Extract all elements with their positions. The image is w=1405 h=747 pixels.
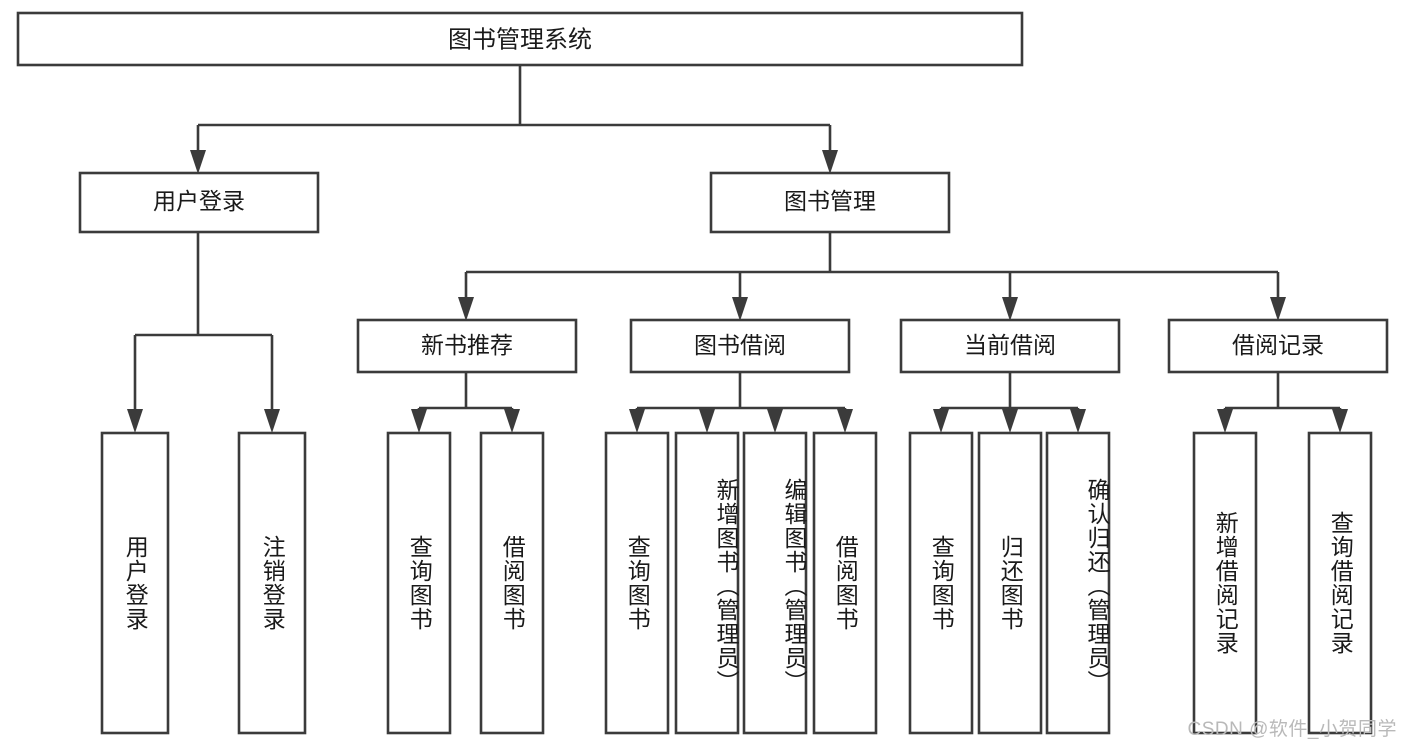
arrow-to-borrow-record: [1270, 297, 1286, 321]
arrow-leaf-add-record: [1217, 409, 1233, 433]
leaf-query-book-3[interactable]: 查询图书: [908, 431, 974, 735]
node-root[interactable]: 图书管理系统: [16, 11, 1024, 67]
node-root-box[interactable]: [16, 11, 1024, 67]
leaf-borrow-book-1-label: 借阅图书: [499, 535, 526, 631]
arrow-leaf-return-book: [1002, 409, 1018, 433]
arrow-leaf-add-book: [699, 409, 715, 433]
leaf-query-book-1[interactable]: 查询图书: [386, 431, 452, 735]
arrow-leaf-logout: [264, 409, 280, 433]
leaf-add-book-label: 新增图书（管理员）: [713, 478, 739, 694]
node-new-book-recommend-box[interactable]: [356, 318, 578, 374]
leaf-logout-label: 注销登录: [259, 535, 286, 631]
leaf-query-book-1-box[interactable]: [386, 431, 452, 735]
leaf-edit-book[interactable]: 编辑图书（管理员）: [742, 431, 808, 735]
leaf-return-book-label: 归还图书: [997, 535, 1024, 631]
arrow-to-new-book-recommend: [458, 297, 474, 321]
leaf-borrow-book-2-box[interactable]: [812, 431, 878, 735]
leaf-borrow-book-1[interactable]: 借阅图书: [479, 431, 545, 735]
node-book-borrow[interactable]: 图书借阅: [629, 318, 851, 374]
leaf-edit-book-label: 编辑图书（管理员）: [781, 478, 807, 694]
arrow-leaf-confirm-return: [1070, 409, 1086, 433]
arrow-leaf-query-book-3: [933, 409, 949, 433]
leaf-confirm-return-box[interactable]: [1045, 431, 1111, 735]
arrow-to-user-login: [190, 150, 206, 174]
node-book-borrow-label: 图书借阅: [694, 332, 786, 358]
node-book-management-box[interactable]: [709, 171, 951, 234]
node-user-login-box[interactable]: [78, 171, 320, 234]
arrow-to-book-borrow: [732, 297, 748, 321]
leaf-confirm-return[interactable]: 确认归还（管理员）: [1045, 431, 1111, 735]
connector-layer: [127, 65, 1348, 433]
leaf-query-record-label: 查询借阅记录: [1327, 511, 1354, 655]
node-book-borrow-box[interactable]: [629, 318, 851, 374]
arrow-leaf-borrow-book-1: [504, 409, 520, 433]
arrow-leaf-query-book-2: [629, 409, 645, 433]
node-book-management-label: 图书管理: [784, 188, 876, 214]
leaf-user-login-box[interactable]: [100, 431, 170, 735]
leaf-query-book-3-box[interactable]: [908, 431, 974, 735]
leaf-add-record-label: 新增借阅记录: [1212, 511, 1239, 655]
leaf-logout[interactable]: 注销登录: [237, 431, 307, 735]
leaf-query-book-2[interactable]: 查询图书: [604, 431, 670, 735]
arrow-leaf-user-login: [127, 409, 143, 433]
node-borrow-record-box[interactable]: [1167, 318, 1389, 374]
leaf-return-book[interactable]: 归还图书: [977, 431, 1043, 735]
node-new-book-recommend[interactable]: 新书推荐: [356, 318, 578, 374]
leaf-return-book-box[interactable]: [977, 431, 1043, 735]
leaf-borrow-book-2-label: 借阅图书: [832, 535, 859, 631]
arrow-to-current-borrow: [1002, 297, 1018, 321]
leaf-query-record-box[interactable]: [1307, 431, 1373, 735]
leaf-add-record[interactable]: 新增借阅记录: [1192, 431, 1258, 735]
leaf-query-book-2-box[interactable]: [604, 431, 670, 735]
leaf-borrow-book-1-box[interactable]: [479, 431, 545, 735]
leaf-edit-book-box[interactable]: [742, 431, 808, 735]
node-borrow-record[interactable]: 借阅记录: [1167, 318, 1389, 374]
node-current-borrow-box[interactable]: [899, 318, 1121, 374]
arrow-leaf-query-record: [1332, 409, 1348, 433]
leaf-add-book[interactable]: 新增图书（管理员）: [674, 431, 740, 735]
node-borrow-record-label: 借阅记录: [1232, 332, 1324, 358]
node-current-borrow[interactable]: 当前借阅: [899, 318, 1121, 374]
leaf-add-record-box[interactable]: [1192, 431, 1258, 735]
node-new-book-recommend-label: 新书推荐: [421, 332, 513, 358]
node-book-management[interactable]: 图书管理: [709, 171, 951, 234]
node-current-borrow-label: 当前借阅: [964, 332, 1056, 358]
node-user-login-label: 用户登录: [153, 188, 245, 214]
arrow-to-book-management: [822, 150, 838, 174]
leaf-user-login[interactable]: 用户登录: [100, 431, 170, 735]
leaf-user-login-label: 用户登录: [122, 535, 149, 631]
leaf-confirm-return-label: 确认归还（管理员）: [1084, 478, 1110, 694]
leaf-add-book-box[interactable]: [674, 431, 740, 735]
leaf-borrow-book-2[interactable]: 借阅图书: [812, 431, 878, 735]
leaf-query-book-1-label: 查询图书: [406, 535, 433, 631]
arrow-leaf-borrow-book-2: [837, 409, 853, 433]
arrow-leaf-edit-book: [767, 409, 783, 433]
leaf-query-book-2-label: 查询图书: [624, 535, 651, 631]
leaf-query-book-3-label: 查询图书: [928, 535, 955, 631]
arrow-leaf-query-book-1: [411, 409, 427, 433]
node-user-login[interactable]: 用户登录: [78, 171, 320, 234]
leaf-logout-box[interactable]: [237, 431, 307, 735]
leaf-query-record[interactable]: 查询借阅记录: [1307, 431, 1373, 735]
node-root-label: 图书管理系统: [448, 26, 592, 53]
